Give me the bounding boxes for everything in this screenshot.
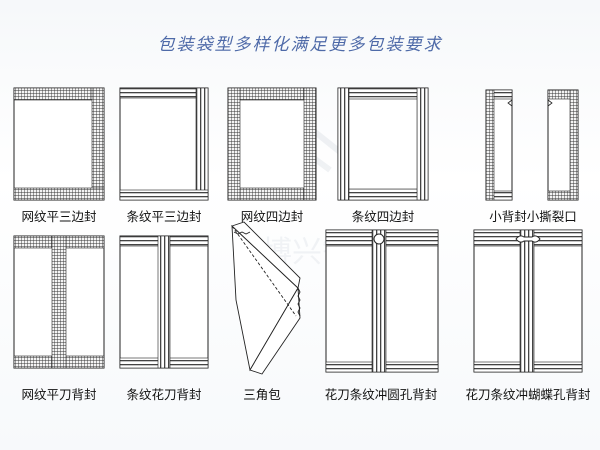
bag-mesh-four-side <box>227 87 317 201</box>
bag-stripe-four-side <box>337 87 429 201</box>
bag-label: 小背封小撕裂口 <box>489 209 577 224</box>
bag-label: 网纹平刀背封 <box>21 387 97 402</box>
bag-pattern-stripe-butterfly-hole-back <box>473 229 583 373</box>
bag-stripe-pattern-back <box>119 235 209 369</box>
bag-label: 条纹四边封 <box>351 209 415 224</box>
bag-triangle <box>231 221 301 375</box>
bag-label: 三角包 <box>243 387 281 402</box>
bag-mesh-flat-back <box>13 235 105 369</box>
bag-label: 条纹平三边封 <box>126 209 202 224</box>
bag-stripe-flat-three-side <box>119 87 209 201</box>
page-title: 包装袋型多样化满足更多包装要求 <box>157 35 443 55</box>
bag-label: 花刀条纹冲蝴蝶孔背封 <box>465 387 591 402</box>
bag-label: 条纹花刀背封 <box>126 387 202 402</box>
bag-label: 网纹平三边封 <box>21 209 97 224</box>
bag-small-back-tear <box>485 89 579 201</box>
bag-label: 花刀条纹冲圆孔背封 <box>324 387 438 402</box>
bag-pattern-stripe-round-hole-back <box>325 229 439 373</box>
bag-label: 网纹四边封 <box>240 209 304 224</box>
bag-mesh-flat-three-side <box>13 87 105 201</box>
